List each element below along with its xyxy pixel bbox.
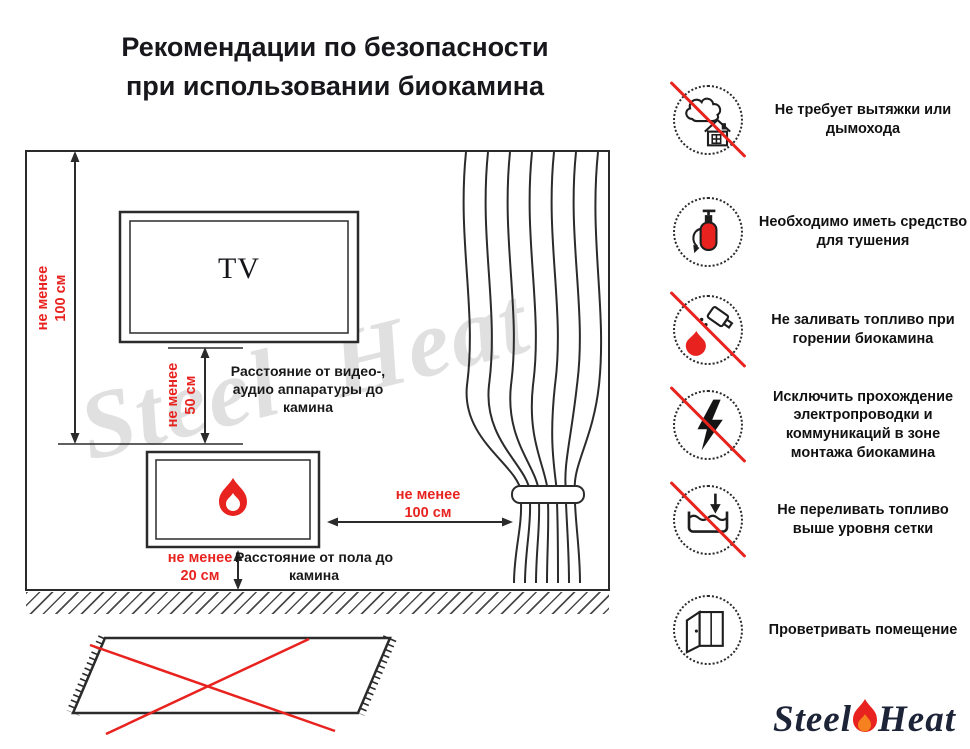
fireplace xyxy=(145,450,321,549)
dim-right-line1: не менее xyxy=(395,487,461,503)
label-floor-distance: Расстояние от пола до камина xyxy=(234,549,394,584)
dashed-circle xyxy=(673,85,743,155)
dimension-tv-to-fireplace: не менее 50 см xyxy=(164,339,200,451)
dim-left-line2: 100 см xyxy=(53,274,69,322)
steelheat-logo: Steel Heat xyxy=(773,697,956,741)
curtain xyxy=(462,151,603,584)
dashed-circle xyxy=(673,390,743,460)
curtain-tieback xyxy=(511,485,585,504)
rule-text-no-wiring: Исключить прохождение электропроводки и … xyxy=(772,388,954,461)
carpet-prohibition-cross xyxy=(89,637,336,736)
fireplace-flame-inner xyxy=(226,493,240,511)
dimension-floor-to-fireplace: не менее 20 см xyxy=(144,549,256,585)
carpet xyxy=(66,635,397,736)
dim-right-line2: 100 см xyxy=(404,505,452,522)
page-title-line1: Рекомендации по безопасности xyxy=(121,32,549,62)
dashed-circle xyxy=(673,295,743,365)
no-refuel-while-burning-icon xyxy=(685,306,734,356)
logo-heat-text: Heat xyxy=(878,698,956,740)
dimension-arrowheads xyxy=(70,151,513,590)
no-wiring-badge xyxy=(669,385,747,464)
tv xyxy=(118,210,360,344)
rule-text-no-overfill: Не переливать топливо выше уровня сетки xyxy=(777,502,949,537)
no-chimney-badge xyxy=(669,80,747,159)
logo-steel-text: Steel xyxy=(773,698,853,740)
rule-text-ventilate: Проветривать помещение xyxy=(768,621,958,638)
dimension-fireplace-to-curtain: не менее 100 см xyxy=(368,486,488,522)
rule-text-extinguisher: Необходимо иметь средство для тушения xyxy=(758,214,968,249)
logo-flame-icon xyxy=(853,699,878,732)
rule-no-chimney: Не требует вытяжки или дымохода xyxy=(669,78,968,162)
page-title-line2: при использовании биокамина xyxy=(125,71,545,102)
rule-ventilate: Проветривать помещение xyxy=(670,588,968,672)
rule-text-no-refuel: Не заливать топливо при горении биокамин… xyxy=(771,312,955,347)
no-overfill-badge xyxy=(669,480,747,559)
dashed-circle xyxy=(673,197,743,267)
ventilate-icon xyxy=(685,610,724,654)
extinguisher-icon xyxy=(692,209,718,254)
rule-no-overfill: Не переливать топливо выше уровня сетки xyxy=(669,478,968,562)
rule-no-refuel-while-burning: Не заливать топливо при горении биокамин… xyxy=(669,288,968,372)
extinguisher-badge xyxy=(670,194,746,270)
dim-bottom-line1: не менее xyxy=(167,550,233,566)
dim-middle-line2: 50 см xyxy=(183,375,199,415)
dashed-circle xyxy=(673,485,743,555)
rule-text-no-chimney: Не требует вытяжки или дымохода xyxy=(774,102,952,137)
label-av-distance: Расстояние от видео-, аудио аппаратуры д… xyxy=(230,363,386,416)
dashed-circle xyxy=(673,595,743,665)
dim-middle-line1: не менее xyxy=(164,362,181,428)
tv-label: TV xyxy=(218,252,260,285)
rule-no-wiring: Исключить прохождение электропроводки и … xyxy=(669,375,968,475)
page-title: Рекомендации по безопасности при использ… xyxy=(30,28,640,106)
ventilate-badge xyxy=(670,592,746,668)
room-outline xyxy=(25,150,610,591)
dim-left-line1: не менее xyxy=(34,265,51,331)
rule-extinguisher: Необходимо иметь средство для тушения xyxy=(670,190,968,274)
dimension-wall-to-fireplace: не менее 100 см xyxy=(34,242,70,354)
dim-bottom-line2: 20 см xyxy=(180,568,220,585)
no-refuel-badge xyxy=(669,290,747,369)
floor-hatching xyxy=(26,592,609,614)
